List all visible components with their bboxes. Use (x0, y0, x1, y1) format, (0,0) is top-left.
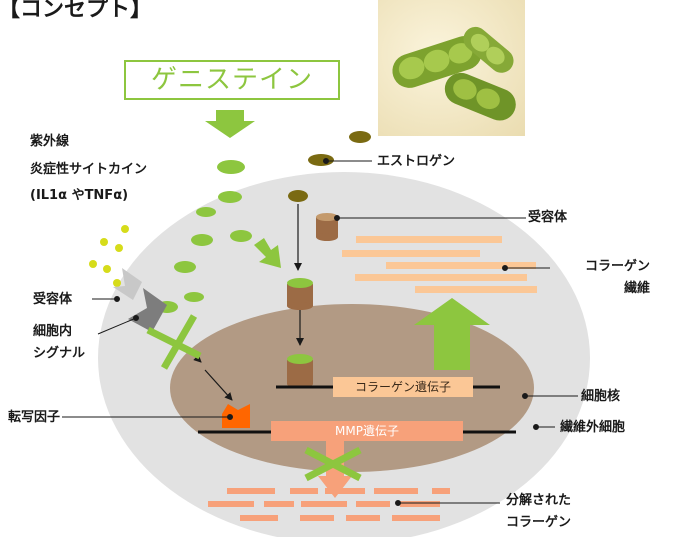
intracellular-signal-label-1: 細胞内 (33, 324, 73, 339)
mmp-inhibition-x (304, 446, 362, 482)
intracellular-signal-label-2: シグナル (33, 346, 86, 361)
uv-label: 紫外線 (30, 134, 70, 149)
genistein-particles (156, 160, 252, 313)
degraded-collagen-label-2: コラーゲン (506, 515, 572, 530)
mmp-gene-label: MMP遺伝子 (271, 421, 463, 441)
degraded-collagen-label-1: 分解された (506, 493, 572, 508)
receptor-cylinder-mid (287, 278, 313, 310)
membrane-receptor-outer (113, 268, 142, 300)
uv-dots (89, 225, 129, 287)
collagen-fiber-label-2: 繊維 (623, 281, 650, 296)
membrane-receptor-inner (128, 288, 167, 332)
receptor-cylinder-nucleus (287, 354, 313, 388)
fibroblast-label: 繊維外細胞 (560, 420, 626, 435)
collagen-fiber-label-1: コラーゲン (584, 259, 650, 274)
nucleus-label: 細胞核 (581, 389, 621, 404)
cytokine-examples-label: (IL1α やTNFα) (30, 188, 129, 203)
edamame-photo (378, 0, 525, 136)
receptor-label-top: 受容体 (528, 210, 568, 225)
signal-inhibition-x (146, 314, 202, 370)
estrogen-label: エストロゲン (377, 154, 456, 169)
degraded-collagen-fragments (208, 488, 450, 521)
collagen-fibers (342, 236, 537, 293)
transcription-factor-shape (222, 404, 250, 428)
genistein-box: ゲニステイン (124, 60, 340, 100)
signal-arrow-2 (204, 369, 233, 401)
leader-lines (62, 158, 578, 506)
genistein-entry-arrow (254, 238, 281, 268)
collagen-synthesis-arrow (414, 298, 490, 370)
receptor-cylinder-top (316, 213, 338, 241)
genistein-down-arrow (205, 110, 255, 138)
page-title: 【コンセプト】 (0, 0, 153, 22)
collagen-gene-label: コラーゲン遺伝子 (333, 377, 473, 397)
receptor-label-left: 受容体 (33, 292, 73, 307)
inflammatory-cytokine-label: 炎症性サイトカイン (30, 162, 148, 177)
transcription-factor-label: 転写因子 (8, 410, 61, 425)
